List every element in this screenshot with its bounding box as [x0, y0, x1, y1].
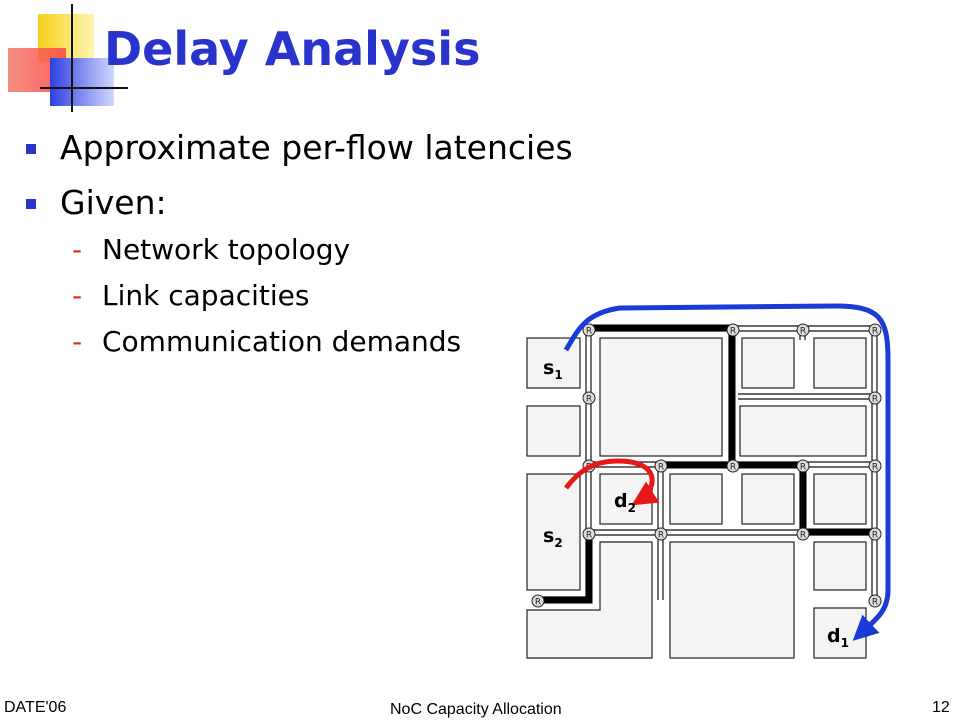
dash-bullet: -: [72, 233, 83, 266]
flow2-arrow: [564, 458, 660, 506]
bullet-text: Approximate per-flow latencies: [60, 128, 573, 167]
router-node: R: [868, 391, 882, 405]
corner-logo: [8, 4, 128, 112]
sub-bullet-text: Communication demands: [102, 325, 462, 358]
node-label-d1: d1: [827, 625, 849, 650]
core-block: [813, 473, 867, 525]
footer-conference: DATE'06: [4, 699, 67, 716]
router-label: R: [586, 327, 592, 337]
sub-bullet-text: Link capacities: [102, 279, 310, 312]
router-label: R: [800, 327, 806, 337]
bullet-text: Given:: [60, 183, 167, 222]
router-label: R: [800, 463, 806, 473]
router-node: R: [868, 527, 882, 541]
core-block: [669, 473, 723, 525]
router-node: R: [868, 594, 882, 608]
router-label: R: [586, 531, 592, 541]
node-label-s1: s1: [543, 357, 563, 382]
router-label: R: [872, 598, 878, 608]
dash-bullet: -: [72, 325, 83, 358]
core-block: [669, 541, 795, 659]
flow1-arrow: [563, 303, 891, 641]
core-block: [599, 337, 723, 457]
router-node: R: [726, 459, 740, 473]
square-bullet-icon: [26, 199, 36, 209]
router-label: R: [586, 395, 592, 405]
core-block: [813, 541, 867, 591]
router-node: R: [796, 459, 810, 473]
core-block: [526, 541, 653, 659]
router-label: R: [872, 463, 878, 473]
node-label-d2: d2: [614, 490, 636, 515]
core-blocks: [526, 337, 867, 659]
footer-title: NoC Capacity Allocation: [390, 701, 562, 718]
router-node: R: [654, 527, 668, 541]
router-label: R: [872, 531, 878, 541]
core-block: [739, 405, 867, 457]
router-label: R: [535, 598, 541, 608]
core-block: [526, 473, 581, 591]
router-node: R: [868, 459, 882, 473]
router-node: R: [582, 527, 596, 541]
router-label: R: [730, 327, 736, 337]
core-block: [813, 337, 867, 389]
router-label: R: [730, 463, 736, 473]
router-node: R: [654, 459, 668, 473]
dash-bullet: -: [72, 279, 83, 312]
router-node: R: [796, 323, 810, 337]
core-block: [741, 337, 795, 389]
square-bullet-icon: [26, 144, 36, 154]
core-block: [526, 337, 581, 389]
router-node: R: [726, 323, 740, 337]
router-node: R: [582, 323, 596, 337]
router-label: R: [872, 395, 878, 405]
core-block: [741, 473, 795, 525]
sub-bullet-text: Network topology: [102, 233, 351, 266]
footer-page-number: 12: [932, 699, 950, 716]
slide-title: Delay Analysis: [104, 22, 481, 76]
router-node: R: [582, 391, 596, 405]
core-block: [526, 405, 581, 457]
router-node: R: [796, 527, 810, 541]
router-label: R: [872, 327, 878, 337]
router-label: R: [658, 463, 664, 473]
router-label: R: [800, 531, 806, 541]
node-label-s2: s2: [543, 525, 563, 550]
router-node: R: [531, 594, 545, 608]
router-label: R: [658, 531, 664, 541]
router-node: R: [868, 323, 882, 337]
